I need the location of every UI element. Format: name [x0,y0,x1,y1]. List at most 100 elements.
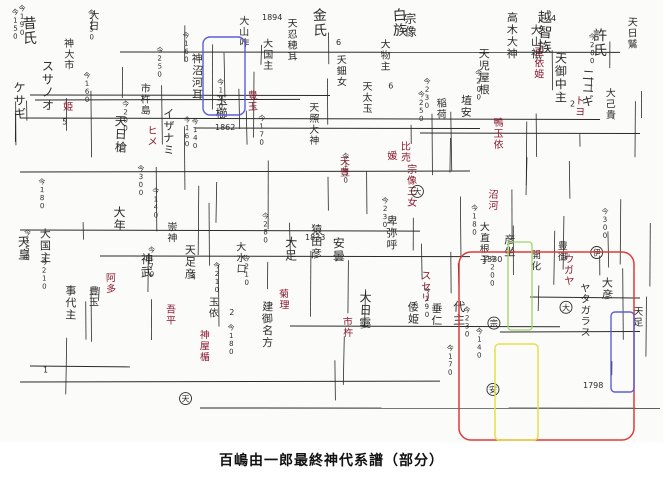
svg-text:3: 3 [139,173,144,181]
svg-text:大: 大 [40,226,52,240]
svg-text:0: 0 [185,140,190,148]
svg-text:0: 0 [602,232,607,240]
svg-text:依: 依 [208,306,219,320]
svg-text:田: 田 [311,235,322,248]
svg-text:6: 6 [184,132,189,140]
svg-text:1: 1 [229,332,234,340]
svg-text:6: 6 [184,48,189,56]
name-label: 大彦 [602,276,614,302]
connector-line [19,117,601,120]
connector-stem [568,160,571,199]
svg-text:子: 子 [480,254,490,266]
circle-glyph: 大 [562,302,570,312]
svg-text:玉: 玉 [209,297,219,308]
svg-text:建: 建 [262,299,274,314]
svg-text:事: 事 [65,284,76,297]
svg-text:今: 今 [463,305,470,314]
name-label: 稲荷 [436,97,447,120]
svg-text:白: 白 [392,8,407,25]
svg-text:玉: 玉 [534,47,544,58]
svg-text:7: 7 [448,361,453,369]
svg-text:2: 2 [383,205,388,213]
svg-text:ヒ: ヒ [147,125,157,137]
svg-text:0: 0 [85,96,90,104]
connector-stem [245,110,248,145]
svg-text:大: 大 [263,37,274,51]
name-label: 市杵島 [140,81,151,116]
svg-text:1: 1 [25,237,30,245]
red-name-label: 天豊 [340,157,351,179]
connector-stem [183,126,186,190]
date-label: 1894 [262,13,282,22]
highlight-boxes [202,36,635,441]
svg-text:売: 売 [401,150,412,164]
svg-text:児: 児 [479,59,490,72]
svg-text:3: 3 [602,216,607,224]
svg-text:今: 今 [489,254,497,263]
svg-text:神: 神 [507,46,518,60]
svg-text:国: 国 [263,49,273,61]
svg-text:槍: 槍 [114,139,127,155]
svg-text:ス: ス [580,327,590,338]
connector-stem [537,285,540,311]
connector-stem [90,90,92,158]
svg-text:天: 天 [479,47,490,60]
connector-stem [525,157,528,196]
svg-text:物: 物 [381,49,391,62]
red-name-label: 沼河 [488,188,499,213]
svg-text:今: 今 [137,164,144,173]
connector-stem [238,88,241,129]
red-name-label: 姫 [63,100,73,113]
svg-text:2: 2 [244,263,249,271]
circle-glyph: 宗 [490,318,498,328]
svg-text:0: 0 [40,202,45,210]
svg-text:0: 0 [424,102,429,110]
svg-text:理: 理 [279,299,290,312]
svg-text:4: 4 [193,134,198,142]
svg-text:女: 女 [407,195,418,209]
svg-text:8: 8 [590,49,595,57]
svg-text:大: 大 [480,220,490,233]
svg-text:3: 3 [465,322,470,330]
svg-text:豊: 豊 [247,89,258,103]
svg-text:天: 天 [115,114,127,128]
svg-text:市: 市 [64,59,74,72]
svg-text:今: 今 [191,117,198,126]
svg-text:稲: 稲 [436,97,447,110]
svg-text:1: 1 [448,353,453,361]
svg-text:ラ: ラ [580,315,591,328]
red-name-label: 豊玉 [247,89,258,114]
svg-text:今: 今 [258,113,265,122]
svg-text:7: 7 [259,131,264,139]
svg-text:安: 安 [333,235,346,250]
svg-text:天: 天 [628,17,638,28]
connector-line [419,132,641,135]
svg-text:8: 8 [229,340,234,348]
name-label: 天太玉 [362,82,373,115]
date-label: 1798 [583,381,603,390]
svg-text:1: 1 [244,271,249,279]
green-highlight-box [507,241,533,331]
svg-text:大: 大 [359,290,371,304]
svg-text:0: 0 [343,176,348,184]
svg-text:金: 金 [313,8,327,24]
svg-text:5: 5 [25,245,30,253]
red-name-label: 市杵 [342,315,353,339]
name-label: 天皇 [18,235,31,263]
svg-text:ス: ス [421,271,432,283]
name-label: 大国主 [263,37,274,72]
svg-text:垂: 垂 [431,302,443,316]
svg-text:0: 0 [149,270,154,278]
svg-text:0: 0 [42,282,47,290]
red-name-label: トヨ [575,96,585,118]
svg-text:大: 大 [239,14,250,27]
svg-text:荷: 荷 [437,108,447,120]
svg-text:タ: タ [580,294,590,306]
